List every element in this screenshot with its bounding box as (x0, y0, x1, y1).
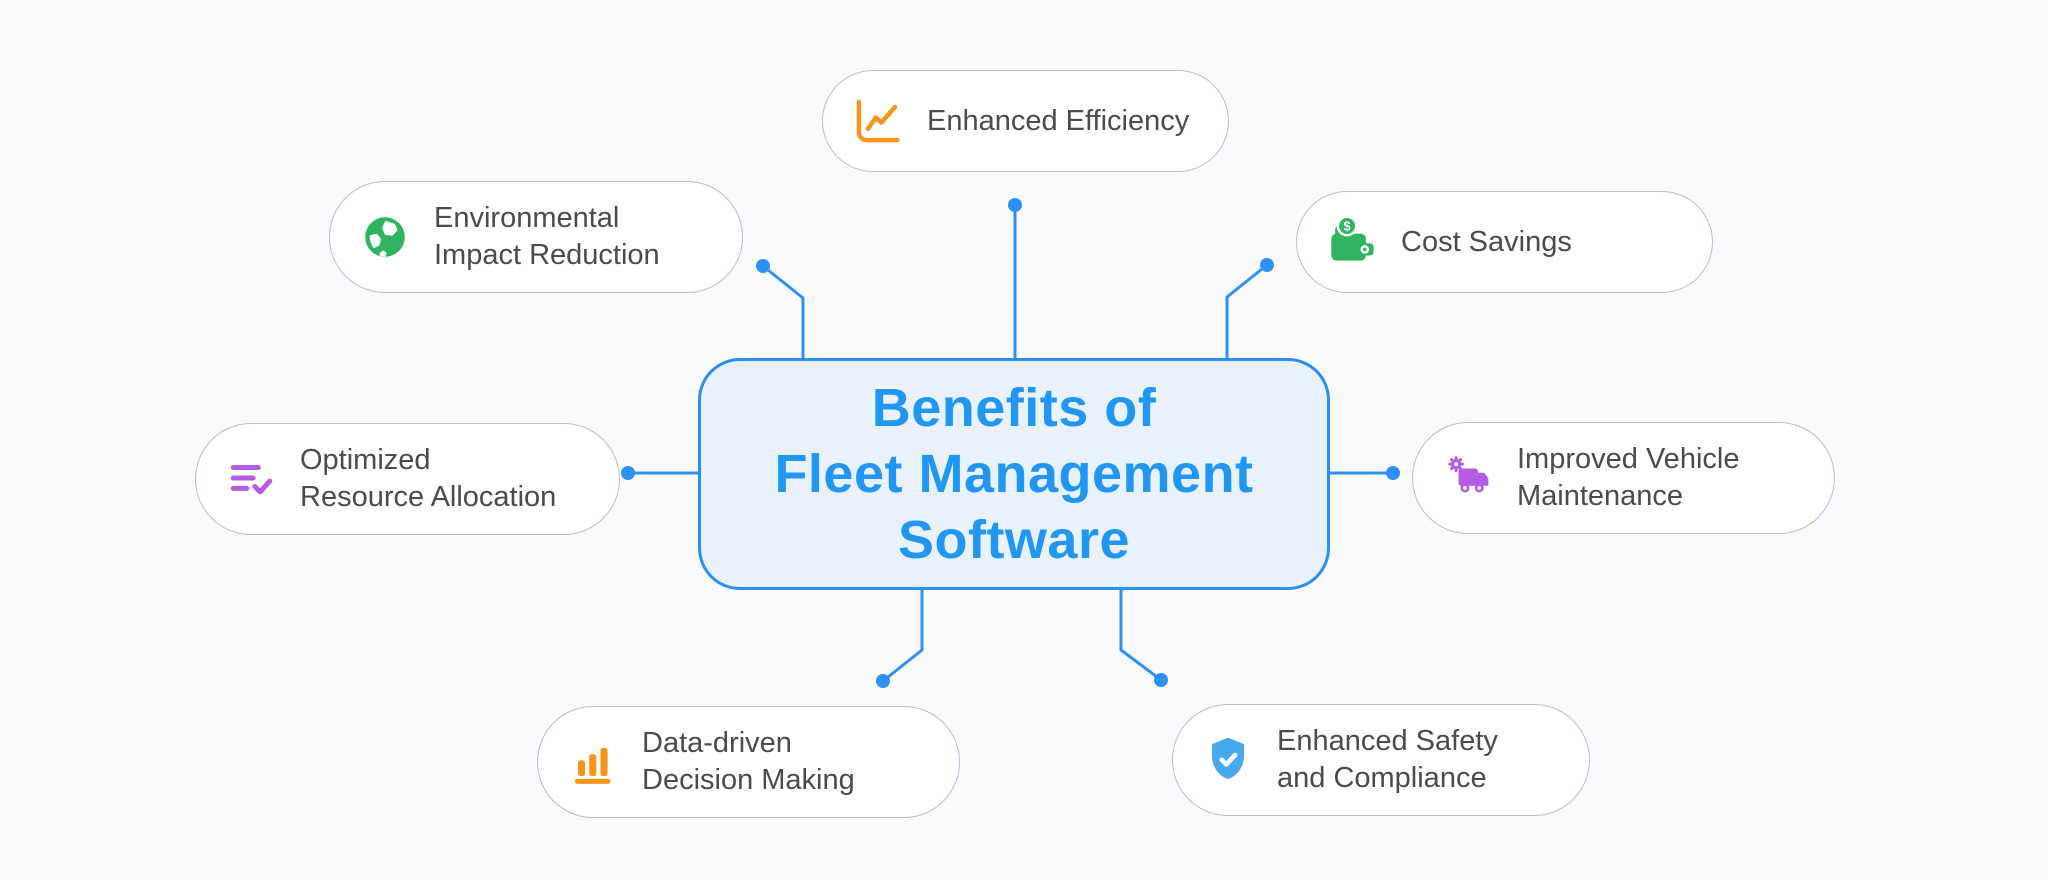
connector-dot (1386, 466, 1400, 480)
diagram-title: Benefits of Fleet Management Software (774, 378, 1254, 570)
node-label: Optimized Resource Allocation (300, 444, 557, 513)
node-label: Data-driven Decision Making (642, 727, 855, 796)
bar-chart-icon (566, 737, 620, 787)
node-enhanced-efficiency: Enhanced Efficiency (822, 70, 1229, 172)
connector-upper-right (1225, 263, 1269, 360)
svg-text:$: $ (1344, 220, 1351, 234)
node-label: Enhanced Efficiency (927, 104, 1190, 137)
line-chart-icon (851, 94, 905, 148)
shield-check-icon (1201, 735, 1255, 785)
connector-dot (1008, 198, 1022, 212)
globe-icon (358, 212, 412, 262)
checklist-icon (224, 454, 278, 504)
node-label: Enhanced Safety and Compliance (1277, 725, 1498, 794)
connector-upper-left (761, 264, 805, 360)
connector-bottom-right (1119, 588, 1163, 682)
node-data-driven-decision-making: Data-driven Decision Making (537, 706, 960, 818)
node-label: Improved Vehicle Maintenance (1517, 443, 1740, 512)
connector-dot (876, 674, 890, 688)
node-label: Cost Savings (1401, 225, 1572, 258)
connector-bottom-left (881, 588, 924, 683)
connector-dot (1154, 673, 1168, 687)
node-label: Environmental Impact Reduction (434, 202, 660, 271)
node-enhanced-safety-and-compliance: Enhanced Safety and Compliance (1172, 704, 1590, 816)
wallet-icon: $ (1325, 215, 1379, 269)
truck-gear-icon (1441, 452, 1495, 504)
connector-dot (756, 259, 770, 273)
node-environmental-impact-reduction: Environmental Impact Reduction (329, 181, 743, 293)
connector-dot (1260, 258, 1274, 272)
node-improved-vehicle-maintenance: Improved Vehicle Maintenance (1412, 422, 1835, 534)
node-optimized-resource-allocation: Optimized Resource Allocation (195, 423, 620, 535)
central-node: Benefits of Fleet Management Software (698, 358, 1330, 590)
connector-dot (621, 466, 635, 480)
node-cost-savings: $ Cost Savings (1296, 191, 1713, 293)
